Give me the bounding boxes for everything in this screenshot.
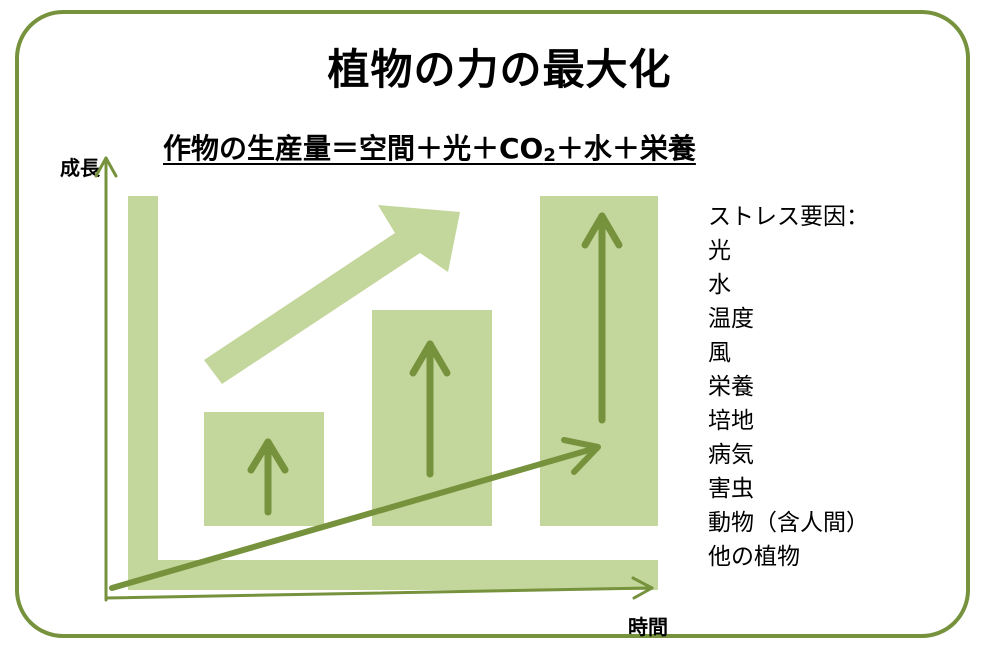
background-x-band: [128, 560, 658, 590]
page-title: 植物の力の最大化: [327, 45, 672, 94]
formula-left: 作物の生産量＝空間＋光＋CO: [163, 132, 544, 165]
y-axis-label: 成長: [60, 156, 100, 180]
stress-item: 風: [708, 340, 731, 366]
medium-up-arrowhead: [409, 340, 451, 377]
formula-subscript: 2: [543, 145, 556, 166]
small-up-arrowhead: [247, 438, 289, 474]
stress-item: 培地: [708, 408, 754, 434]
small-box: [204, 412, 324, 526]
diagonal-growth-arrowhead: [561, 437, 601, 475]
formula: 作物の生産量＝空間＋光＋CO2＋水＋栄養: [163, 127, 696, 167]
rounded-frame: [15, 10, 970, 638]
large-up-arrowhead: [581, 212, 623, 249]
stress-item: 光: [708, 238, 731, 264]
stress-item: 他の植物: [708, 544, 800, 570]
stress-item: 病気: [708, 442, 754, 468]
stress-item: 温度: [708, 306, 754, 332]
stress-factor-list: ストレス要因： 光 水 温度 風 栄養 培地 病気 害虫 動物（含人間） 他の植…: [708, 200, 869, 574]
stress-item: 栄養: [708, 374, 754, 400]
y-axis-arrowhead: [94, 156, 118, 178]
stress-item: 害虫: [708, 476, 754, 502]
formula-right: ＋水＋栄養: [555, 132, 696, 165]
stress-item: 水: [708, 272, 731, 298]
stress-heading: ストレス要因：: [708, 204, 869, 230]
trend-arrow-big: [204, 205, 460, 384]
diagonal-growth-arrow: [109, 445, 599, 591]
x-axis-label: 時間: [628, 615, 668, 639]
x-axis-arrowhead: [631, 576, 654, 600]
stress-item: 動物（含人間）: [708, 510, 869, 536]
background-y-band: [128, 196, 158, 590]
x-axis: [104, 586, 654, 600]
